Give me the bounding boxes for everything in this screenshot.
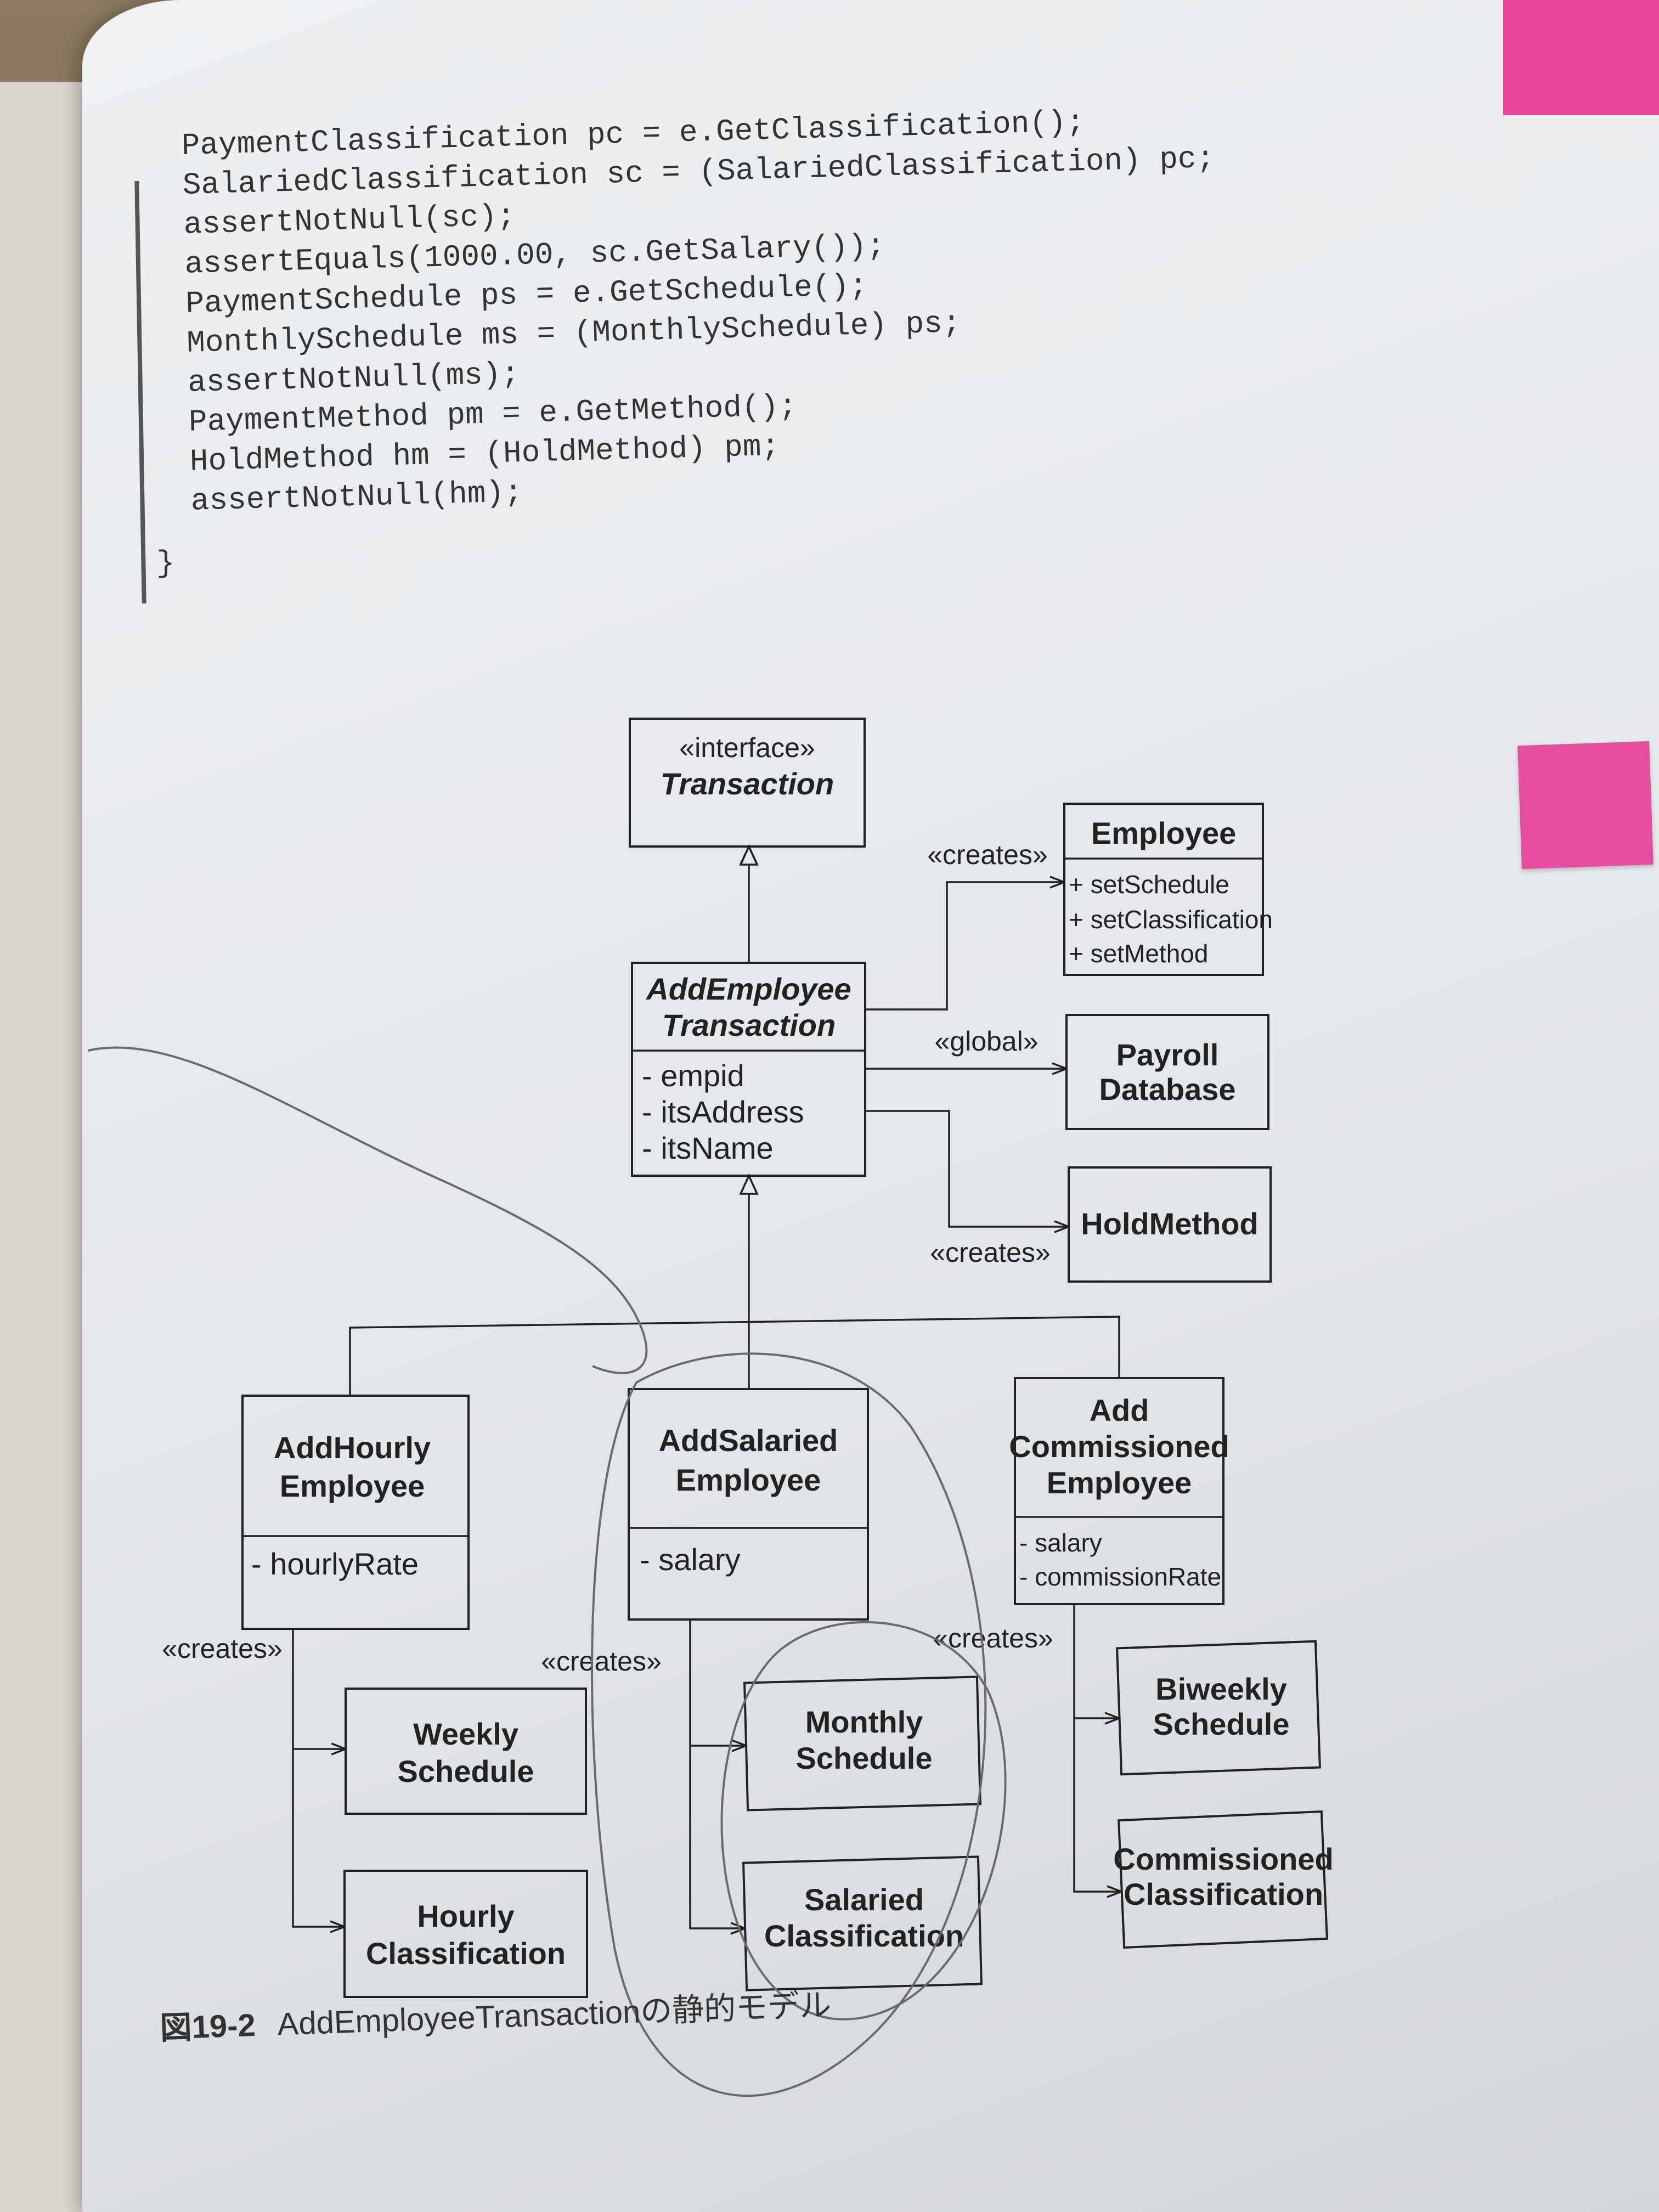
dependency-creates-salaried-classification <box>689 1746 745 1928</box>
dependency-creates-weekly <box>292 1629 346 1749</box>
class-name: Employee <box>676 1463 821 1497</box>
dependency-label: «creates» <box>927 839 1048 870</box>
dependency-label: «creates» <box>162 1633 283 1664</box>
class-box <box>1063 803 1264 976</box>
class-name: Schedule <box>796 1741 933 1775</box>
class-box <box>345 1688 587 1815</box>
dependency-creates-commissioned-classification <box>1073 1718 1121 1892</box>
class-payroll-database: Payroll Database <box>1065 1014 1269 1130</box>
stereotype-label: «interface» <box>679 732 815 763</box>
dependency-creates-biweekly <box>1073 1604 1119 1718</box>
dependency-label: «creates» <box>933 1623 1053 1654</box>
class-name: Payroll <box>1116 1037 1219 1072</box>
class-box <box>1116 1640 1321 1776</box>
class-name: Database <box>1099 1072 1235 1107</box>
class-add-employee-transaction: AddEmployee Transaction - empid - itsAdd… <box>631 962 866 1177</box>
operation: + setClassification <box>1069 905 1273 934</box>
class-hold-method: HoldMethod <box>1068 1166 1272 1283</box>
class-name: Biweekly <box>1155 1672 1287 1706</box>
class-employee: Employee + setSchedule + setClassificati… <box>1063 803 1273 976</box>
class-name: Monthly <box>805 1705 923 1739</box>
attribute: - hourlyRate <box>251 1547 419 1581</box>
class-hourly-classification: Hourly Classification <box>343 1870 588 1998</box>
dependency-label: «global» <box>934 1026 1038 1057</box>
class-name: Transaction <box>662 1008 836 1042</box>
class-add-salaried-employee: AddSalaried Employee - salary <box>628 1388 869 1621</box>
class-biweekly-schedule: Biweekly Schedule <box>1116 1640 1321 1776</box>
class-name: Employee <box>1091 816 1237 850</box>
class-name: Transaction <box>661 766 834 801</box>
dependency-label: «creates» <box>930 1237 1051 1268</box>
class-name: Commissioned <box>1113 1842 1333 1876</box>
attribute: - itsName <box>642 1131 774 1165</box>
pencil-scribble <box>87 1046 648 1374</box>
class-box <box>241 1395 470 1630</box>
attribute: - salary <box>640 1542 741 1577</box>
sticky-tab-top <box>1503 0 1659 115</box>
class-transaction: «interface» Transaction <box>629 718 866 848</box>
class-name: HoldMethod <box>1081 1206 1258 1241</box>
dependency-creates-employee <box>865 882 1064 1011</box>
operation: + setMethod <box>1069 939 1208 968</box>
class-monthly-schedule: Monthly Schedule <box>743 1675 982 1812</box>
class-weekly-schedule: Weekly Schedule <box>345 1688 587 1815</box>
generalization-arrowhead <box>739 1173 759 1195</box>
class-name: AddHourly <box>274 1430 431 1465</box>
class-commissioned-classification: Commissioned Classification <box>1113 1810 1334 1949</box>
pencil-circle <box>720 1621 1007 2021</box>
generalization-arrowhead <box>739 844 759 866</box>
class-name: Employee <box>1047 1465 1192 1500</box>
class-box <box>1118 1810 1328 1949</box>
dependency-label: «creates» <box>541 1646 662 1677</box>
class-name: AddSalaried <box>659 1423 838 1458</box>
class-name: Schedule <box>398 1754 534 1788</box>
code-closing-brace: } <box>156 546 175 581</box>
pencil-circle <box>591 1352 987 2097</box>
class-name: Employee <box>280 1469 425 1503</box>
class-box <box>343 1870 588 1998</box>
class-name: Add <box>1090 1393 1149 1427</box>
class-add-commissioned-employee: Add Commissioned Employee - salary - com… <box>1009 1377 1229 1605</box>
class-salaried-classification: Salaried Classification <box>742 1855 983 1991</box>
dependency-creates-hourly-classification <box>292 1749 345 1927</box>
operation: + setSchedule <box>1069 870 1229 899</box>
attribute: - itsAddress <box>642 1094 804 1129</box>
class-name: Schedule <box>1153 1707 1290 1741</box>
class-name: Salaried <box>804 1882 924 1917</box>
class-name: Hourly <box>417 1899 514 1933</box>
attribute: - commissionRate <box>1019 1562 1221 1591</box>
dependency-creates-holdmethod <box>865 1110 1069 1227</box>
attribute: - salary <box>1019 1528 1102 1557</box>
generalization-branch <box>349 1316 1120 1396</box>
figure-number: 図19-2 <box>159 2007 256 2046</box>
attribute: - empid <box>642 1058 744 1093</box>
class-add-hourly-employee: AddHourly Employee - hourlyRate <box>241 1395 470 1630</box>
book-page <box>82 0 1659 2212</box>
class-name: Classification <box>1124 1877 1323 1911</box>
class-name: Classification <box>366 1936 566 1971</box>
dependency-creates-monthly <box>689 1620 746 1746</box>
left-page <box>0 82 93 2212</box>
class-name: AddEmployee <box>645 972 851 1006</box>
class-name: Commissioned <box>1009 1429 1229 1464</box>
class-name: Classification <box>764 1918 964 1953</box>
class-name: Weekly <box>413 1717 518 1751</box>
